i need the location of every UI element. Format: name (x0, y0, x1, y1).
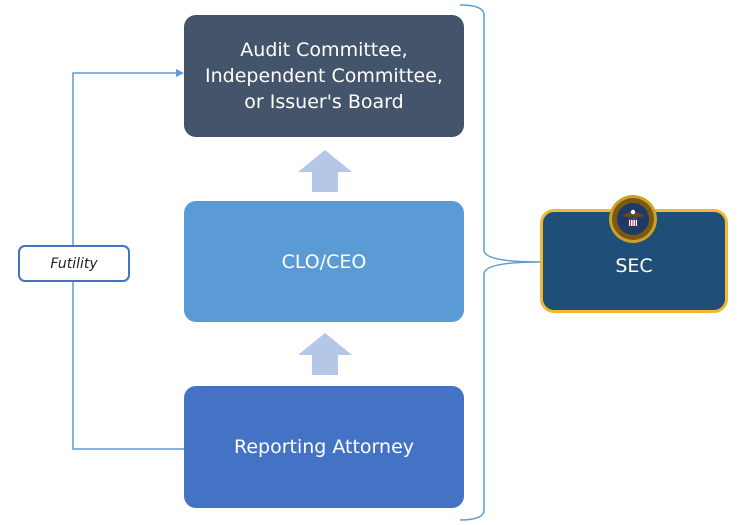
audit-committee-board-node: Audit Committee, Independent Committee, … (184, 15, 464, 137)
clo-ceo-node-label: CLO/CEO (281, 250, 367, 273)
board-node-label: Audit Committee, Independent Committee, … (205, 39, 443, 113)
sec-node-label: SEC (615, 255, 653, 277)
up-arrow-clo-to-board (298, 150, 352, 192)
reporting-attorney-node-label: Reporting Attorney (233, 436, 415, 458)
reporting-attorney-node: Reporting Attorney (184, 386, 464, 508)
futility-label-box: Futility (18, 245, 130, 282)
clo-ceo-node: CLO/CEO (184, 201, 464, 322)
right-brace (459, 4, 541, 521)
sec-seal-icon (609, 195, 657, 243)
futility-label: Futility (50, 255, 98, 272)
up-arrow-attorney-to-clo (298, 333, 352, 375)
futility-arrowhead (176, 69, 184, 77)
